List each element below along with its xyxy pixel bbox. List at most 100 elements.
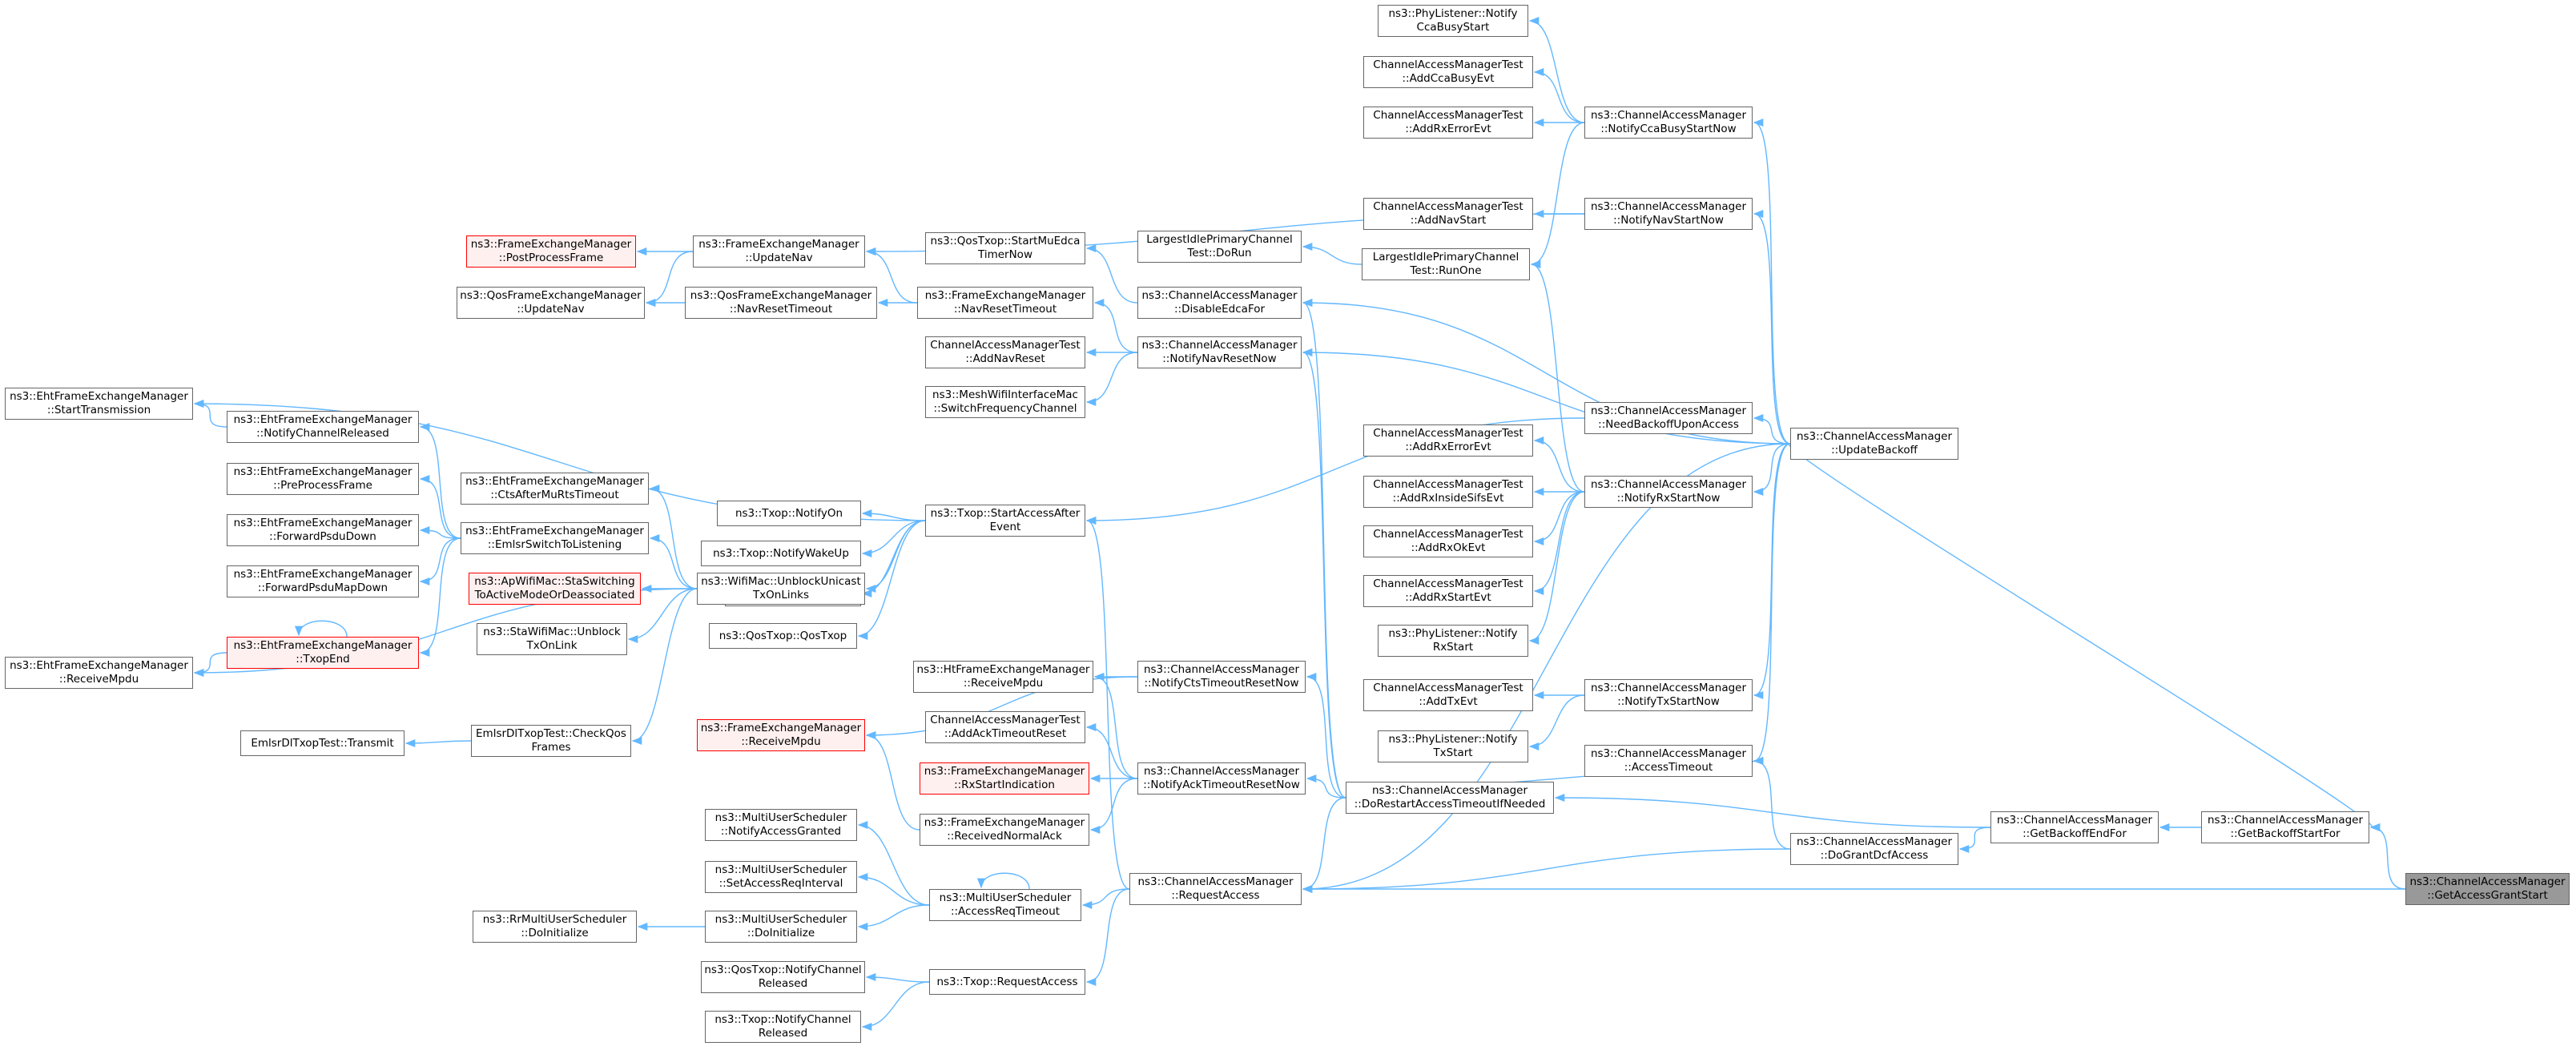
node-qosfem-navreset[interactable]: ns3::QosFrameExchangeManager::NavResetTi… [685, 287, 877, 319]
node-fem-rxstartind[interactable]: ns3::FrameExchangeManager::RxStartIndica… [920, 762, 1089, 795]
node-cam-notifytx[interactable]: ns3::ChannelAccessManager::NotifyTxStart… [1584, 679, 1753, 711]
node-label: ns3::ChannelAccessManager [1796, 430, 1953, 443]
node-eht-forwardpsdumap[interactable]: ns3::EhtFrameExchangeManager::ForwardPsd… [227, 565, 419, 597]
node-label: ns3::EhtFrameExchangeManager [233, 639, 413, 652]
node-cam-notifycca[interactable]: ns3::ChannelAccessManager::NotifyCcaBusy… [1584, 107, 1753, 139]
node-cam-notifyrxstart[interactable]: ns3::ChannelAccessManager::NotifyRxStart… [1584, 476, 1753, 508]
node-fem-navreset[interactable]: ns3::FrameExchangeManager::NavResetTimeo… [917, 287, 1093, 319]
node-cam-getbackoffstartfor[interactable]: ns3::ChannelAccessManager::GetBackoffSta… [2201, 811, 2369, 843]
node-label: ns3::EhtFrameExchangeManager [10, 659, 188, 672]
node-label: ::AddRxErrorEvt [1405, 123, 1491, 135]
node-label: ::AddRxOkEvt [1411, 541, 1486, 554]
node-qosfem-updatenav[interactable]: ns3::QosFrameExchangeManager::UpdateNav [457, 287, 645, 319]
node-eht-starttx[interactable]: ns3::EhtFrameExchangeManager::StartTrans… [5, 388, 193, 420]
node-ht-receivempdu[interactable]: ns3::HtFrameExchangeManager::ReceiveMpdu [913, 661, 1093, 693]
node-label: ns3::EhtFrameExchangeManager [10, 390, 188, 403]
node-mus-doinit[interactable]: ns3::MultiUserScheduler::DoInitialize [705, 911, 857, 943]
node-label: ::RequestAccess [1171, 889, 1260, 902]
node-cam-dorestart[interactable]: ns3::ChannelAccessManager::DoRestartAcce… [1346, 782, 1554, 814]
node-qostxop-qostxop[interactable]: ns3::QosTxop::QosTxop [709, 623, 857, 649]
node-cam-getaccessgrant[interactable]: ns3::ChannelAccessManager::GetAccessGran… [2405, 873, 2570, 905]
node-fem-receivednormalack[interactable]: ns3::FrameExchangeManager::ReceivedNorma… [920, 814, 1089, 846]
node-cam-getbackoffendfor[interactable]: ns3::ChannelAccessManager::GetBackoffEnd… [1990, 811, 2159, 843]
node-cam-needbackoff[interactable]: ns3::ChannelAccessManager::NeedBackoffUp… [1584, 402, 1753, 434]
node-cam-notifycts[interactable]: ns3::ChannelAccessManager::NotifyCtsTime… [1137, 661, 1306, 693]
node-camt-addrxerr2[interactable]: ChannelAccessManagerTest::AddRxErrorEvt [1363, 424, 1533, 457]
node-label: ::SetAccessReqInterval [718, 877, 843, 890]
node-mesh-switch[interactable]: ns3::MeshWifiInterfaceMac::SwitchFrequen… [925, 386, 1085, 418]
node-label: ns3::EhtFrameExchangeManager [233, 465, 413, 478]
node-cam-requestaccess[interactable]: ns3::ChannelAccessManager::RequestAccess [1129, 873, 1302, 905]
node-eht-receivempdu[interactable]: ns3::EhtFrameExchangeManager::ReceiveMpd… [5, 657, 193, 689]
node-label: ::UpdateNav [517, 303, 585, 316]
node-camt-addrxsifs[interactable]: ChannelAccessManagerTest::AddRxInsideSif… [1363, 476, 1533, 508]
node-mus-setaccessreq[interactable]: ns3::MultiUserScheduler::SetAccessReqInt… [705, 861, 857, 893]
node-eht-notifychrel[interactable]: ns3::EhtFrameExchangeManager::NotifyChan… [227, 411, 419, 443]
node-label: ::AddTxEvt [1419, 695, 1478, 708]
node-txop-requestaccess[interactable]: ns3::Txop::RequestAccess [929, 969, 1085, 995]
node-label: ::GetAccessGrantStart [2427, 889, 2548, 902]
edge-cam_requestaccess-to-txop_requestaccess [1085, 888, 1130, 987]
node-label: ChannelAccessManagerTest [1373, 528, 1523, 541]
node-label: ToActiveModeOrDeassociated [474, 589, 635, 601]
node-camt-addrxstart[interactable]: ChannelAccessManagerTest::AddRxStartEvt [1363, 575, 1533, 607]
node-camt-addcca[interactable]: ChannelAccessManagerTest::AddCcaBusyEvt [1363, 56, 1533, 88]
node-eht-emlsr[interactable]: ns3::EhtFrameExchangeManager::EmlsrSwitc… [461, 522, 649, 554]
node-camt-addtx[interactable]: ChannelAccessManagerTest::AddTxEvt [1363, 679, 1533, 711]
node-label: CcaBusyStart [1416, 21, 1490, 34]
node-emlsr-transmit[interactable]: EmlsrDlTxopTest::Transmit [240, 730, 405, 756]
node-eht-txopend[interactable]: ns3::EhtFrameExchangeManager::TxopEnd [227, 637, 419, 669]
node-txop-notifyon[interactable]: ns3::Txop::NotifyOn [717, 501, 861, 526]
node-label: ns3::PhyListener::Notify [1388, 733, 1518, 746]
node-cam-accesstimeout[interactable]: ns3::ChannelAccessManager::AccessTimeout [1584, 745, 1753, 777]
node-txop-wakeup[interactable]: ns3::Txop::NotifyWakeUp [701, 541, 861, 566]
node-fem-updatenav[interactable]: ns3::FrameExchangeManager::UpdateNav [693, 235, 865, 268]
node-mus-notifyaccess[interactable]: ns3::MultiUserScheduler::NotifyAccessGra… [705, 809, 857, 841]
node-label: ::NavResetTimeout [953, 303, 1057, 316]
node-eht-ctsafter[interactable]: ns3::EhtFrameExchangeManager::CtsAfterMu… [461, 473, 649, 505]
node-label: ChannelAccessManagerTest [930, 339, 1081, 352]
edge-cam_notifyack-to-fem_receivednormalack [1089, 778, 1138, 835]
node-cam-disableedca[interactable]: ns3::ChannelAccessManager::DisableEdcaFo… [1137, 287, 1302, 319]
node-label: RxStart [1432, 641, 1474, 654]
node-rrmus-doinit[interactable]: ns3::RrMultiUserScheduler::DoInitialize [473, 911, 637, 943]
node-label: ns3::QosTxop::NotifyChannel [704, 964, 862, 976]
node-label: ::AccessTimeout [1624, 761, 1713, 774]
node-cam-notifynavreset[interactable]: ns3::ChannelAccessManager::NotifyNavRese… [1137, 336, 1302, 368]
edge-cam_dogrant-to-cam_accesstimeout [1753, 756, 1791, 850]
node-camt-addrxerr1[interactable]: ChannelAccessManagerTest::AddRxErrorEvt [1363, 107, 1533, 139]
node-label: ::AddRxInsideSifsEvt [1392, 492, 1504, 505]
node-label: ::NotifyAckTimeoutResetNow [1143, 778, 1300, 791]
node-camt-addnavreset[interactable]: ChannelAccessManagerTest::AddNavReset [925, 336, 1085, 368]
node-eht-forwardpsdu[interactable]: ns3::EhtFrameExchangeManager::ForwardPsd… [227, 514, 419, 546]
node-fem-receivempdu[interactable]: ns3::FrameExchangeManager::ReceiveMpdu [697, 719, 865, 751]
node-label: ::ReceiveMpdu [58, 673, 139, 686]
node-camt-addrxok[interactable]: ChannelAccessManagerTest::AddRxOkEvt [1363, 525, 1533, 557]
node-camt-addack[interactable]: ChannelAccessManagerTest::AddAckTimeoutR… [925, 711, 1085, 743]
node-label: ns3::ChannelAccessManager [1143, 765, 1300, 778]
node-camt-addnav[interactable]: ChannelAccessManagerTest::AddNavStart [1363, 198, 1533, 230]
node-cam-notifynavstart[interactable]: ns3::ChannelAccessManager::NotifyNavStar… [1584, 198, 1753, 230]
node-cam-updatebackoff[interactable]: ns3::ChannelAccessManager::UpdateBackoff [1790, 428, 1958, 460]
node-label: ns3::ChannelAccessManager [1141, 289, 1298, 302]
node-cam-notifyack[interactable]: ns3::ChannelAccessManager::NotifyAckTime… [1137, 762, 1306, 795]
edge-cam_notifytx-to-phy_txstart [1528, 694, 1585, 751]
node-mus-accessreqtimeout[interactable]: ns3::MultiUserScheduler::AccessReqTimeou… [929, 889, 1081, 921]
node-eht-preprocess[interactable]: ns3::EhtFrameExchangeManager::PreProcess… [227, 463, 419, 495]
edge-fem_navreset-to-fem_updatenav [865, 247, 918, 304]
node-cam-dogrant[interactable]: ns3::ChannelAccessManager::DoGrantDcfAcc… [1790, 833, 1958, 865]
node-fem-postprocess[interactable]: ns3::FrameExchangeManager::PostProcessFr… [466, 235, 636, 268]
